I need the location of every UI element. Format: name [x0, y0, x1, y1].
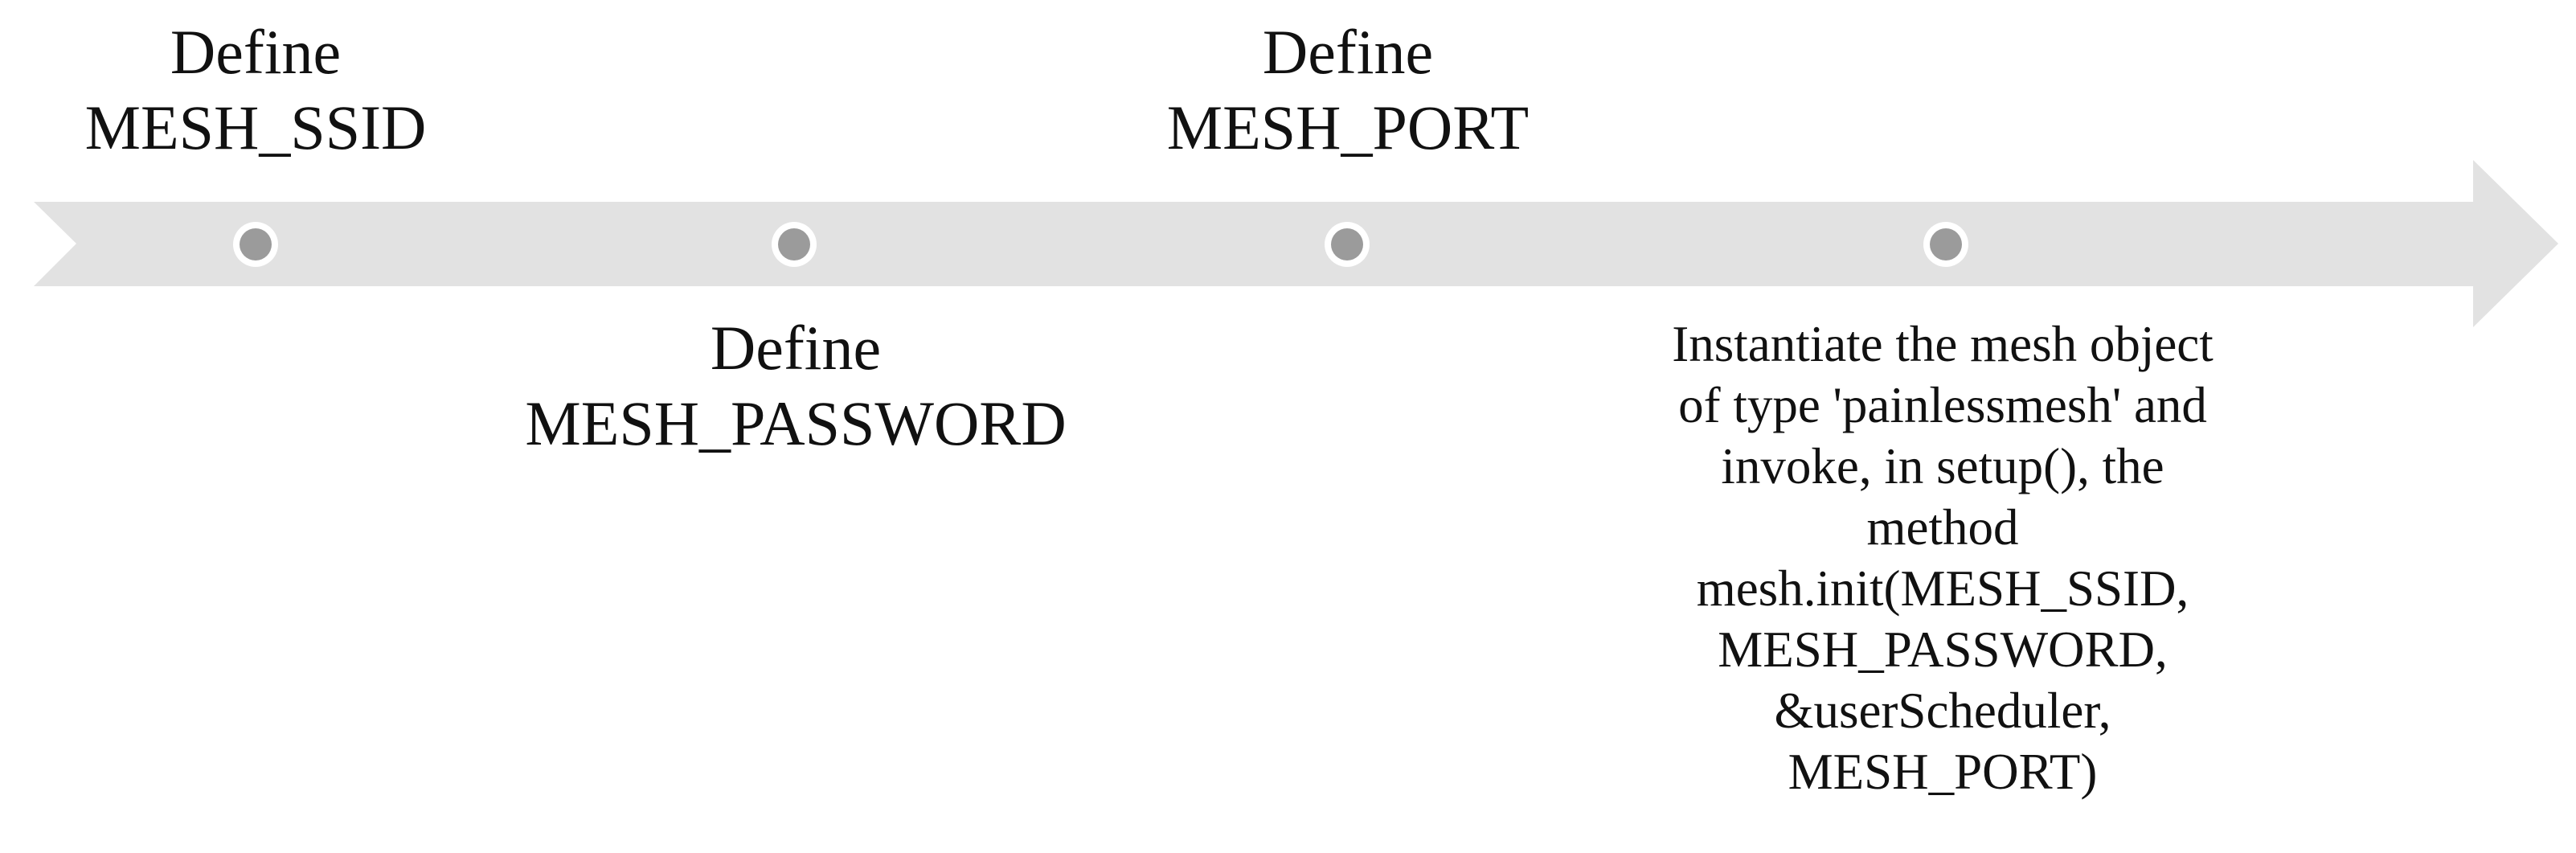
- milestone-dot: [233, 222, 278, 267]
- milestone-dot: [1325, 222, 1370, 267]
- arrow-band: [34, 160, 2558, 327]
- milestone-dot: [772, 222, 817, 267]
- milestone-label-mesh-ssid: Define MESH_SSID: [84, 17, 427, 162]
- milestone-label-instantiate-mesh: Instantiate the mesh object of type 'pai…: [1672, 316, 2214, 800]
- milestone-label-mesh-port: Define MESH_PORT: [1166, 17, 1530, 162]
- milestone-label-mesh-password: Define MESH_PASSWORD: [525, 313, 1067, 458]
- milestone-dot: [1923, 222, 1968, 267]
